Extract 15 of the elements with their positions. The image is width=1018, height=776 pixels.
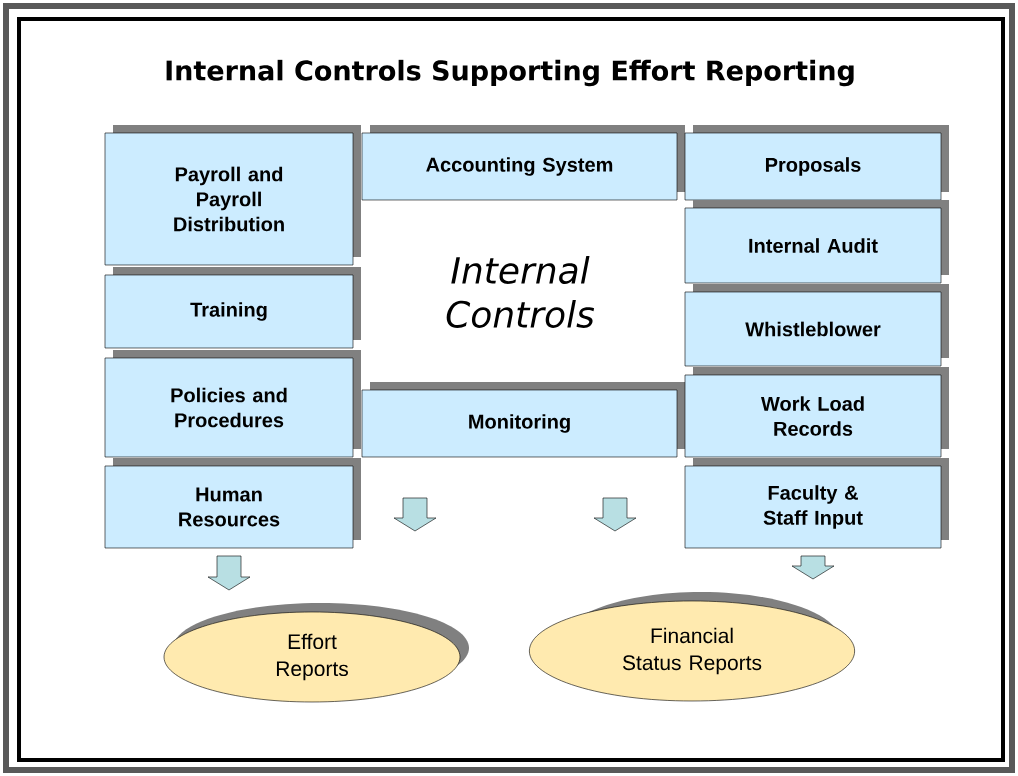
process-box: Work Load Records: [684, 367, 949, 458]
process-box: Proposals: [684, 125, 949, 201]
process-box: Monitoring: [361, 382, 685, 458]
block-arrow: [791, 555, 835, 580]
process-box: Human Resources: [104, 458, 361, 549]
process-box: Payroll and Payroll Distribution: [104, 125, 361, 266]
process-box: Whistleblower: [684, 284, 949, 367]
process-box: Accounting System: [361, 125, 685, 201]
process-box: Faculty & Staff Input: [684, 458, 949, 549]
center-label: Internal Controls: [446, 256, 595, 328]
title: Internal Controls Supporting Effort Reporting: [166, 59, 854, 87]
process-box: Policies and Procedures: [104, 350, 361, 458]
process-box: Training: [104, 267, 361, 349]
block-arrow: [207, 555, 251, 591]
process-box: Internal Audit: [684, 200, 949, 284]
